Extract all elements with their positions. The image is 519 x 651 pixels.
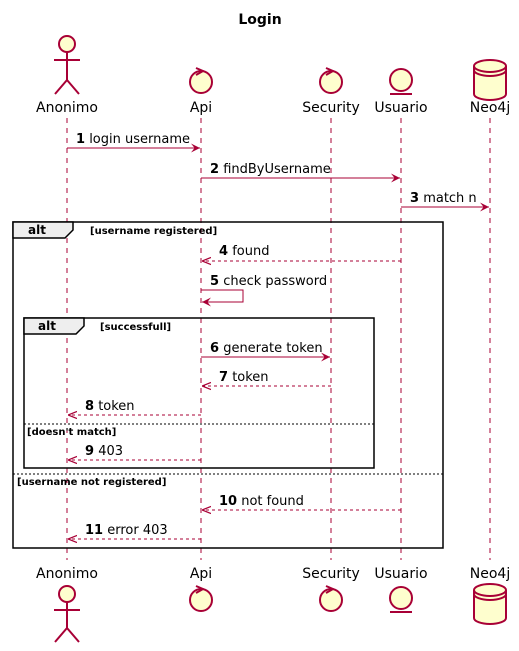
- participant-label-security: Security: [302, 566, 360, 582]
- message-label: 5 check password: [210, 274, 327, 289]
- database-icon: [473, 59, 507, 101]
- participant-label-anonimo: Anonimo: [36, 100, 98, 116]
- participant-label-api: Api: [190, 566, 212, 582]
- message-label: 9 403: [85, 444, 123, 459]
- guard-doesnt-match: [doesn't match]: [27, 427, 116, 438]
- actor-icon: [54, 585, 80, 643]
- participant-label-usuario: Usuario: [374, 100, 427, 116]
- message-label: 4 found: [219, 244, 269, 259]
- frame-tag-box: [12, 221, 74, 239]
- message-label: 10 not found: [219, 494, 304, 509]
- alt-frame-outer: [12, 221, 444, 549]
- message-label: 7 token: [219, 370, 269, 385]
- frame-tag-outer: alt: [28, 223, 46, 237]
- actor-icon: [54, 35, 80, 95]
- control-icon: [189, 67, 213, 94]
- message-label: 1 login username: [76, 132, 190, 147]
- alt-frame-inner: [23, 317, 375, 469]
- control-icon: [319, 67, 343, 94]
- entity-icon: [389, 586, 413, 613]
- diagram-title: Login: [238, 12, 281, 28]
- message-label: 3 match n: [410, 191, 477, 206]
- message-label: 2 findByUsername: [210, 162, 331, 177]
- guard-successfull: [successfull]: [100, 322, 171, 333]
- message-label: 8 token: [85, 399, 135, 414]
- frame-tag-box: [23, 317, 85, 335]
- message-arrow: [201, 289, 244, 307]
- database-icon: [473, 583, 507, 625]
- message-label: 6 generate token: [210, 341, 323, 356]
- frame-tag-inner: alt: [38, 319, 56, 333]
- participant-label-neo4j: Neo4j: [470, 566, 510, 582]
- message-label: 11 error 403: [85, 523, 168, 538]
- entity-icon: [389, 68, 413, 95]
- participant-label-security: Security: [302, 100, 360, 116]
- guard-username-registered: [username registered]: [90, 226, 217, 237]
- guard-username-not-registered: [username not registered]: [17, 477, 166, 488]
- participant-label-usuario: Usuario: [374, 566, 427, 582]
- control-icon: [189, 585, 213, 612]
- participant-label-anonimo: Anonimo: [36, 566, 98, 582]
- participant-label-api: Api: [190, 100, 212, 116]
- participant-label-neo4j: Neo4j: [470, 100, 510, 116]
- control-icon: [319, 585, 343, 612]
